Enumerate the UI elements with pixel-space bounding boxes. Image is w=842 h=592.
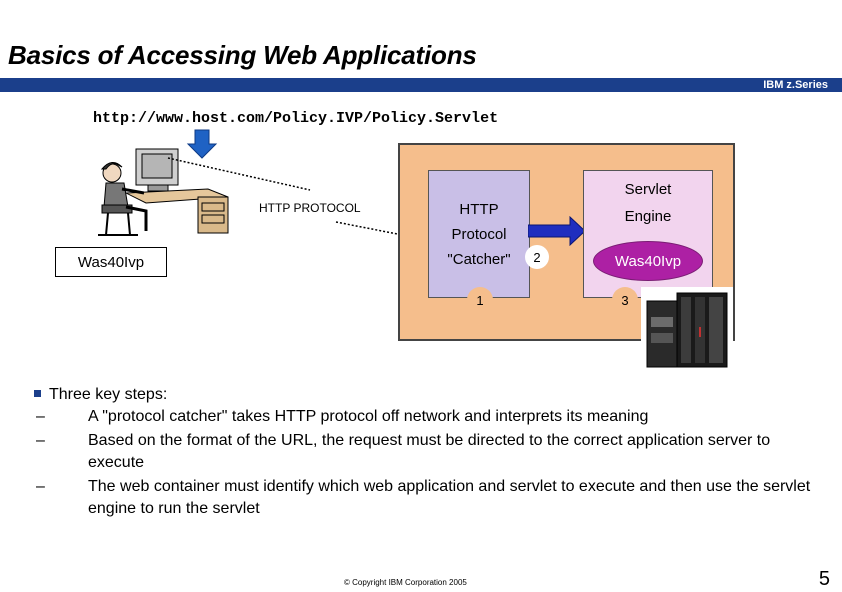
step-text-1: A "protocol catcher" takes HTTP protocol… [88,408,649,425]
steps-intro-text: Three key steps: [49,386,168,403]
dash-marker: – [36,408,45,425]
brand-label: IBM z.Series [763,79,828,91]
step-text-3: The web container must identify which we… [88,478,811,517]
title-bar [0,78,842,92]
protocol-label: HTTP PROTOCOL [259,201,361,215]
step-badge-1: 1 [467,287,493,313]
dash-marker: – [36,478,45,495]
catcher-line-3: "Catcher" [447,251,511,268]
steps-intro: Three key steps: [30,386,820,404]
dash-marker: – [36,432,45,449]
protocol-catcher-box: HTTP Protocol "Catcher" [428,170,530,298]
slide-title: Basics of Accessing Web Applications [8,40,477,70]
step-text-2: Based on the format of the URL, the requ… [88,432,771,471]
catcher-line-2: Protocol [451,226,507,243]
engine-line-1: Servlet [624,181,672,198]
copyright-text: © Copyright IBM Corporation 2005 [344,578,467,587]
url-text: http://www.host.com/Policy.IVP/Policy.Se… [93,110,499,127]
right-arrow-icon [528,216,586,246]
step-badge-2: 2 [525,245,549,269]
step-badge-3: 3 [612,287,638,313]
down-arrow-icon [186,129,218,159]
list-item: – The web container must identify which … [30,476,820,520]
client-app-label: Was40Ivp [55,247,167,277]
web-app-oval: Was40Ivp [593,241,703,281]
computer-user-icon [98,148,229,236]
bullet-square-icon [34,390,41,397]
page-number: 5 [818,568,830,590]
steps-list: Three key steps: – A "protocol catcher" … [30,386,820,520]
catcher-line-1: HTTP [459,201,499,218]
engine-line-2: Engine [624,208,672,225]
list-item: – A "protocol catcher" takes HTTP protoc… [30,406,820,428]
mainframe-icon [641,287,733,373]
request-arrows [167,157,429,244]
list-item: – Based on the format of the URL, the re… [30,430,820,474]
